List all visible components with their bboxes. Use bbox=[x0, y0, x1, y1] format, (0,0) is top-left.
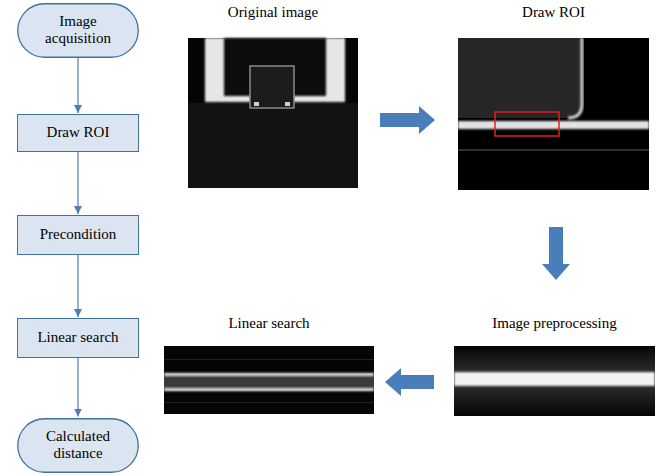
image-panel: Linear search bbox=[164, 315, 374, 414]
flow-arrow bbox=[77, 152, 78, 214]
flow-arrow bbox=[77, 358, 78, 417]
process-box: Precondition bbox=[17, 215, 139, 255]
step-label: Draw ROI bbox=[47, 124, 110, 141]
image-panel: Image preprocessing bbox=[454, 315, 655, 416]
original-image bbox=[188, 38, 358, 188]
step-label: Precondition bbox=[40, 226, 117, 243]
preprocessed-image bbox=[454, 346, 655, 416]
panel-title: Original image bbox=[188, 4, 358, 21]
stadium-shape bbox=[18, 418, 139, 472]
step-label: Linear search bbox=[37, 329, 118, 346]
flow-arrow bbox=[77, 255, 78, 317]
stadium-shape bbox=[18, 3, 139, 57]
step-label: Image acquisition bbox=[33, 13, 123, 48]
terminal-box: Calculated distance bbox=[17, 418, 139, 473]
image-panel: Original image bbox=[188, 4, 358, 188]
terminal-box: Image acquisition bbox=[17, 3, 139, 58]
block-arrow bbox=[380, 106, 435, 134]
process-box: Draw ROI bbox=[17, 114, 139, 152]
block-arrow bbox=[385, 368, 434, 396]
roi-image bbox=[458, 38, 649, 190]
block-arrow bbox=[542, 227, 570, 280]
panel-title: Draw ROI bbox=[458, 4, 649, 21]
panel-title: Linear search bbox=[164, 315, 374, 332]
step-label: Calculated distance bbox=[33, 428, 123, 463]
image-panel: Draw ROI bbox=[458, 4, 649, 190]
panel-title: Image preprocessing bbox=[454, 315, 655, 332]
linear-search-image bbox=[164, 346, 374, 414]
flow-arrow bbox=[77, 58, 78, 114]
process-box: Linear search bbox=[17, 318, 139, 358]
